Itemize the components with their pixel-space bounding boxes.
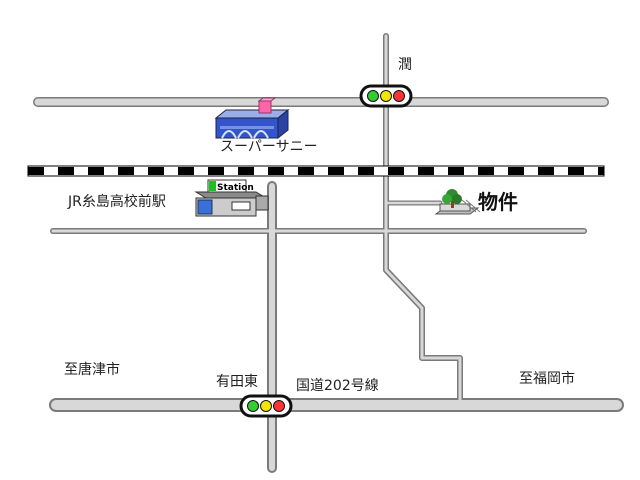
intersection-label: 有田東 [216, 374, 258, 390]
to-karatsu-label: 至唐津市 [64, 362, 120, 378]
traffic-light-icon [239, 394, 293, 418]
to-fukuoka-label: 至福岡市 [519, 371, 575, 387]
route-label: 国道202号線 [296, 378, 379, 394]
property-label: 物件 [478, 190, 518, 214]
road-fills [34, 34, 622, 471]
station-sign-text: Station [217, 183, 254, 193]
station-name-label: JR糸島高校前駅 [68, 194, 166, 210]
supermarket-building-icon [214, 97, 290, 140]
station-building-icon [194, 179, 269, 217]
north-destination-label: 潤 [398, 57, 412, 73]
tree-house-icon [434, 189, 481, 215]
jr-railway [27, 165, 605, 177]
traffic-light-icon [359, 84, 413, 108]
supermarket-label: スーパーサニー [220, 139, 318, 155]
